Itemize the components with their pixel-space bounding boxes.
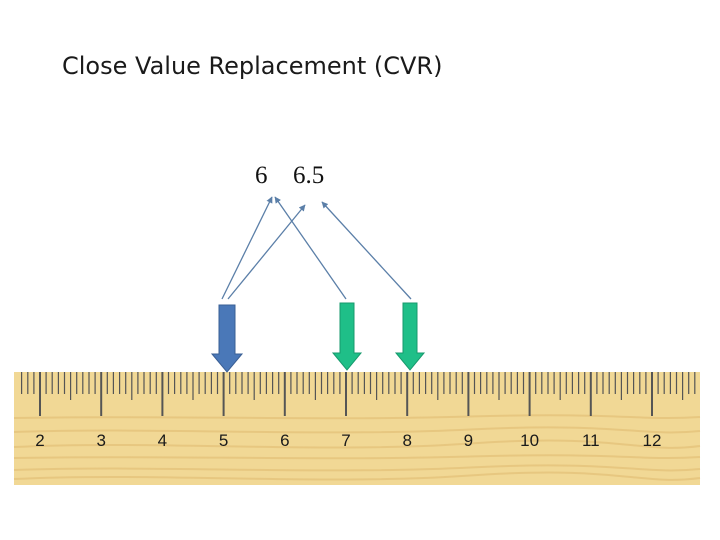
value-label-6-5: 6.5 [293,162,325,189]
tick-label-4: 4 [158,431,167,450]
ruler-tick-labels: 2 3 4 5 6 7 8 9 10 11 12 [35,431,661,450]
wood-grain-line [13,439,701,449]
tick-label-8: 8 [402,431,411,450]
wood-grain-line [13,454,701,460]
ruler-ticks [21,372,696,416]
arrow-down-blue-icon [210,304,244,373]
tick-label-7: 7 [341,431,350,450]
connector-line [227,204,306,300]
connector-line [274,196,347,300]
wood-grain-line [13,464,701,472]
connector-line [321,201,412,300]
ruler: 2 3 4 5 6 7 8 9 10 11 12 [13,372,701,485]
tick-label-3: 3 [96,431,105,450]
wood-grain-line [13,426,701,434]
tick-label-6: 6 [280,431,289,450]
ruler-wood-grain [13,414,701,481]
tick-label-5: 5 [219,431,228,450]
slide-title: Close Value Replacement (CVR) [62,52,443,80]
wood-grain-line [13,471,701,481]
value-label-6: 6 [255,162,268,189]
arrow-down-green-icon [331,302,363,371]
tick-label-10: 10 [520,431,539,450]
tick-label-12: 12 [643,431,662,450]
wood-grain-line [13,414,701,420]
arrow-down-green-icon [394,302,426,371]
tick-label-11: 11 [582,431,600,450]
connector-lines [221,196,412,300]
tick-label-9: 9 [464,431,473,450]
position-arrows [210,302,426,373]
tick-label-2: 2 [35,431,44,450]
connector-line [221,196,273,300]
